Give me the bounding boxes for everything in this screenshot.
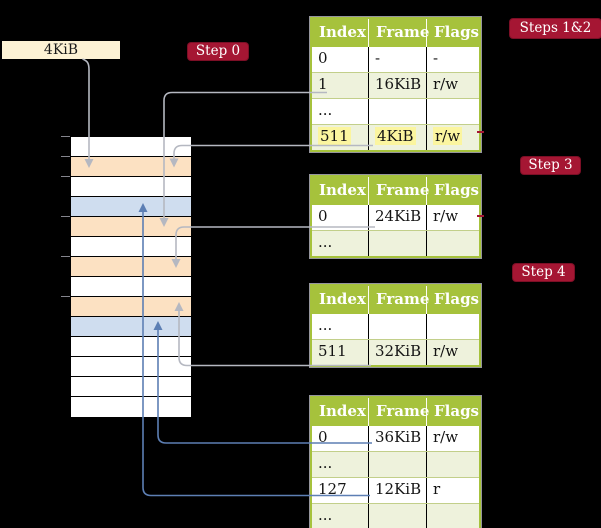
address-tick (61, 156, 70, 157)
highlighted-value: r/w (433, 127, 463, 145)
memory-frame-row-2 (71, 177, 191, 197)
table-header-cell: Flags (426, 19, 479, 47)
table-cell (368, 231, 426, 256)
badge-step-3: Step 3 (521, 157, 580, 174)
address-tick (61, 136, 70, 137)
table-header-cell: Frame (368, 177, 429, 205)
badge-step-4: Step 4 (513, 264, 574, 281)
badge-step-0: Step 0 (188, 43, 248, 60)
table-cell: r (426, 478, 479, 503)
table-row: ... (312, 98, 479, 124)
table-cell: 0 (318, 428, 328, 446)
table-row: ... (312, 230, 479, 256)
table-cell: 511 (312, 125, 368, 150)
table-cell (426, 314, 479, 339)
table-cell: 0 (318, 207, 328, 225)
table-row: 511 4KiB r/w (312, 124, 479, 150)
physical-memory-strip (70, 136, 192, 418)
table-row: 0 -- (312, 47, 479, 72)
address-tick (61, 176, 70, 177)
table-header-cell: Frame (368, 19, 429, 47)
table-cell: 1 (318, 75, 328, 93)
address-tick (61, 216, 70, 217)
table-row: ... (312, 451, 479, 477)
frame-size-label: 4KiB (2, 41, 120, 59)
table-cell (368, 504, 426, 528)
row-marker-dash (477, 131, 484, 133)
memory-frame-row-4 (71, 217, 191, 237)
table-header-cell: Flags (426, 286, 479, 314)
highlighted-value: 511 (318, 127, 351, 145)
address-tick (61, 256, 70, 257)
table-cell: ... (318, 316, 333, 334)
table-cell (426, 504, 479, 528)
table-header-cell: Flags (426, 177, 479, 205)
memory-frame-row-5 (71, 237, 191, 257)
table-header-cell: Index (319, 402, 366, 420)
memory-frame-row-0 (71, 137, 191, 157)
table-cell (426, 99, 479, 124)
table-header-cell: Index (319, 290, 366, 308)
table-cell: r/w (426, 73, 479, 98)
memory-frame-row-11 (71, 357, 191, 377)
table-cell: 0 (318, 49, 328, 67)
table-cell: - (426, 47, 479, 72)
table-header-cell: Index (319, 181, 366, 199)
table-cell: r/w (426, 125, 479, 150)
table-cell: ... (318, 233, 333, 251)
memory-frame-row-9 (71, 317, 191, 337)
table-cell (368, 452, 426, 477)
table-cell: ... (318, 101, 333, 119)
table-header-cell: Index (319, 23, 366, 41)
table-row: ... (312, 503, 479, 528)
table-header-cell: Frame (368, 286, 429, 314)
memory-frame-row-8 (71, 297, 191, 317)
table-cell (368, 99, 426, 124)
memory-frame-row-1 (71, 157, 191, 177)
row-marker-dash (477, 215, 484, 217)
table-cell (368, 314, 426, 339)
table-cell: - (368, 47, 426, 72)
table-cell (426, 231, 479, 256)
table-header-cell: Frame (368, 398, 429, 426)
table-header-cell: Flags (426, 398, 479, 426)
table-cell: 32KiB (368, 340, 426, 365)
table-cell: r/w (426, 205, 479, 230)
badge-steps-1-2: Steps 1&2 (510, 19, 601, 38)
table-cell: 36KiB (368, 426, 426, 451)
table-cell: ... (318, 454, 333, 472)
memory-frame-row-3 (71, 197, 191, 217)
table-cell: 127 (318, 480, 347, 498)
memory-frame-row-12 (71, 377, 191, 397)
table-cell: 12KiB (368, 478, 426, 503)
memory-frame-row-6 (71, 257, 191, 277)
table-cell (426, 452, 479, 477)
table-cell: ... (318, 506, 333, 524)
table-cell: r/w (426, 340, 479, 365)
table-cell: 511 (318, 342, 347, 360)
table-cell: 16KiB (368, 73, 426, 98)
table-cell: r/w (426, 426, 479, 451)
table-cell: 24KiB (368, 205, 426, 230)
memory-frame-row-10 (71, 337, 191, 357)
memory-frame-row-13 (71, 397, 191, 417)
memory-frame-row-7 (71, 277, 191, 297)
highlighted-value: 4KiB (375, 127, 416, 145)
address-tick (61, 296, 70, 297)
table-row: ... (312, 314, 479, 339)
table-cell: 4KiB (368, 125, 426, 150)
